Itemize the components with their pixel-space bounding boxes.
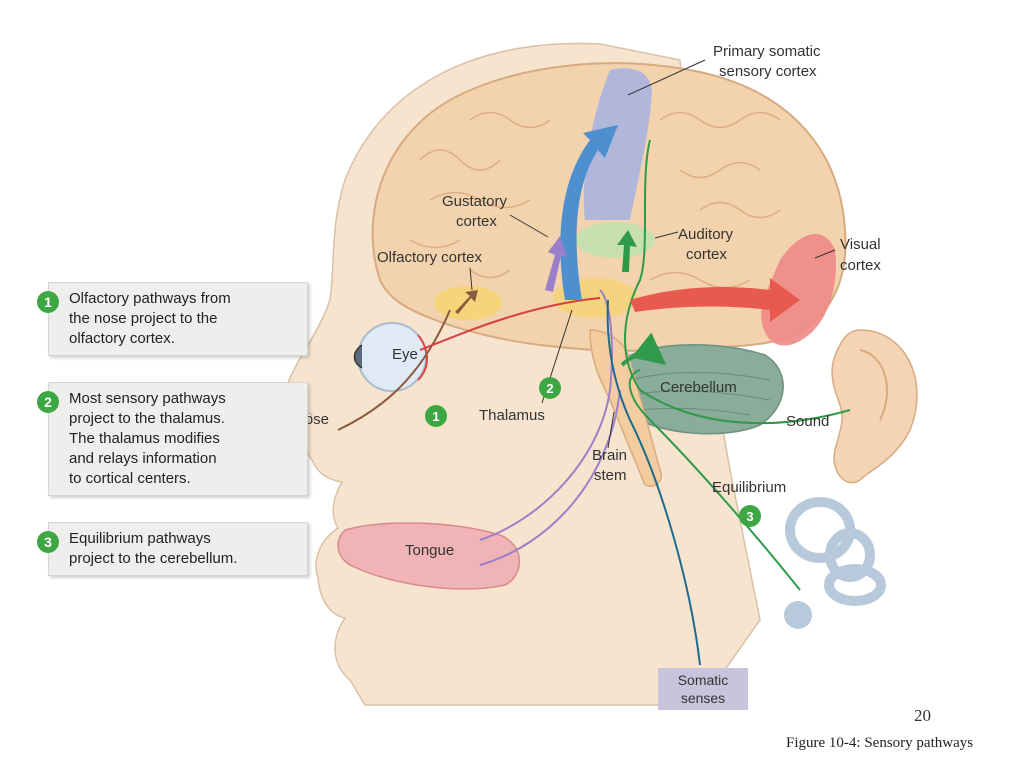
label-gustatory-2: cortex: [456, 213, 497, 230]
figure-caption: Figure 10-4: Sensory pathways: [786, 735, 974, 751]
marker-2: 2: [539, 377, 561, 399]
callout-number: 1: [37, 291, 59, 313]
label-visual-1: Visual: [840, 236, 881, 253]
marker-3: 3: [739, 505, 761, 527]
somatic-senses-box: Somatic senses: [658, 668, 748, 710]
somatic-line-2: senses: [680, 690, 726, 706]
callout-equilibrium: 3 Equilibrium pathways project to the ce…: [37, 522, 308, 576]
label-gustatory-1: Gustatory: [442, 193, 508, 210]
visual-arrow: [630, 278, 800, 322]
auditory-cortex: [575, 222, 655, 258]
gustatory-pathway-1: [479, 289, 613, 541]
tongue: [337, 522, 521, 590]
label-tongue: Tongue: [405, 542, 454, 559]
callout-thalamus: 2 Most sensory pathways project to the t…: [37, 382, 308, 496]
somatic-line-1: Somatic: [677, 672, 729, 688]
callout-line: to cortical centers.: [69, 470, 191, 487]
pathways: [337, 139, 851, 666]
label-olfactory: Olfactory cortex: [377, 249, 483, 266]
label-brain-stem-1: Brain: [592, 447, 627, 464]
label-cerebellum: Cerebellum: [660, 379, 737, 396]
label-eye: Eye: [392, 346, 418, 363]
callout-line: olfactory cortex.: [69, 330, 175, 347]
callout-line: project to the cerebellum.: [69, 550, 238, 567]
callout-line: Equilibrium pathways: [69, 530, 211, 547]
label-sound: Sound: [786, 413, 829, 430]
label-thalamus: Thalamus: [479, 407, 545, 424]
auditory-arrow: [617, 230, 637, 272]
olfactory-cortex: [434, 286, 502, 320]
svg-text:1: 1: [432, 409, 439, 424]
equilibrium-pathway: [628, 369, 801, 591]
label-primary-somatic-2: sensory cortex: [719, 63, 817, 80]
label-brain-stem-2: stem: [594, 467, 627, 484]
label-visual-2: cortex: [840, 257, 881, 274]
callout-line: Olfactory pathways from: [69, 290, 231, 307]
callout-line: the nose project to the: [69, 310, 218, 327]
olfactory-arrow: [455, 290, 478, 314]
cerebellum-arrow: [620, 332, 667, 367]
callout-line: The thalamus modifies: [69, 430, 220, 447]
somatic-pathway: [606, 299, 701, 666]
eye-retina: [417, 334, 428, 381]
visual-cortex: [761, 233, 836, 346]
label-auditory-1: Auditory: [678, 226, 734, 243]
ear: [831, 329, 918, 484]
brain-folds: [409, 111, 781, 289]
cochlea: [784, 601, 812, 629]
somatic-arrow: [560, 125, 618, 300]
eye-lens: [353, 344, 363, 369]
callout-number: 3: [37, 531, 59, 553]
gustatory-pathway-2: [479, 389, 621, 566]
callout-line: project to the thalamus.: [69, 410, 225, 427]
callout-line: Most sensory pathways: [69, 390, 226, 407]
auditory-pathway: [624, 139, 851, 425]
page-number: 20: [914, 706, 931, 725]
callout-line: and relays information: [69, 450, 217, 467]
marker-1: 1: [425, 405, 447, 427]
olfactory-pathway: [337, 309, 451, 431]
inner-ear: [785, 497, 886, 606]
callout-number: 2: [37, 391, 59, 413]
ear-fold: [859, 349, 889, 421]
gustatory-arrow: [545, 236, 567, 292]
label-auditory-2: cortex: [686, 246, 727, 263]
label-primary-somatic-1: Primary somatic: [713, 43, 821, 60]
label-equilibrium: Equilibrium: [712, 479, 786, 496]
callout-olfactory: 1 Olfactory pathways from the nose proje…: [37, 282, 308, 356]
svg-text:3: 3: [746, 509, 753, 524]
primary-somatic-cortex: [583, 68, 652, 221]
optic-pathway: [419, 297, 601, 351]
svg-text:2: 2: [546, 381, 553, 396]
